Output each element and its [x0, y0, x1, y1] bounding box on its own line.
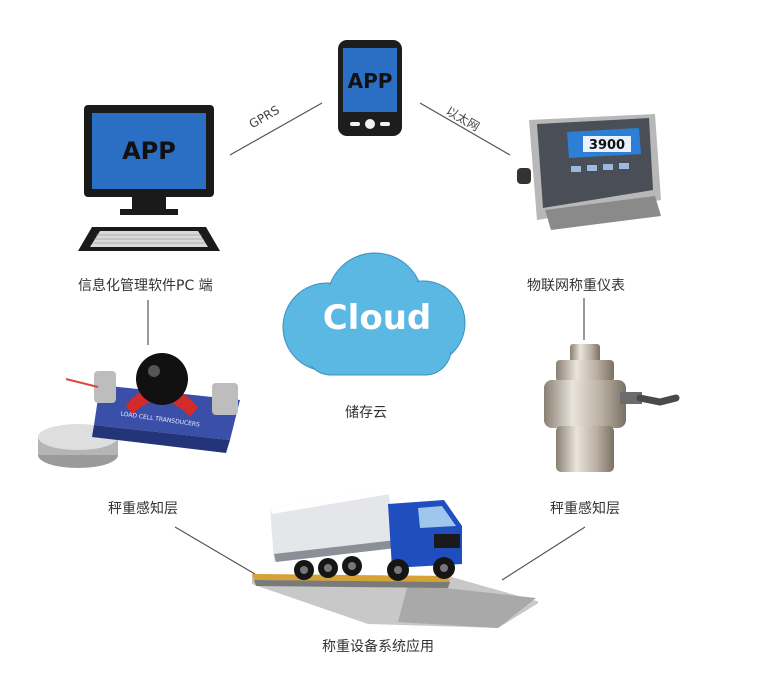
cloud-icon: Cloud: [282, 252, 466, 376]
pc-label: 信息化管理软件PC 端: [78, 278, 213, 294]
line-pc-to-phone: [229, 102, 323, 156]
desktop-computer-icon: APP: [78, 105, 220, 251]
line-phone-to-indicator: [419, 102, 511, 156]
line-sensor-to-scale-right: [501, 526, 586, 581]
load-cell-right-icon: [544, 344, 680, 472]
indicator-label: 物联网称重仪表: [527, 278, 625, 294]
truck-scale-icon: [252, 488, 538, 628]
smartphone-icon: APP: [338, 40, 402, 136]
pc-app-text: APP: [122, 137, 176, 165]
weighing-indicator-icon: 3900: [517, 114, 661, 230]
line-sensor-to-scale-left: [174, 526, 266, 581]
sensor-left-label: 秤重感知层: [108, 501, 178, 517]
cloud-label: 储存云: [345, 405, 387, 421]
sensor-right-label: 秤重感知层: [550, 501, 620, 517]
load-cell-left-icon: LOAD CELL TRANSDUCERS: [38, 353, 240, 468]
indicator-display: 3900: [589, 138, 625, 153]
truck-scale-label: 称重设备系统应用: [322, 639, 434, 655]
cloud-text: Cloud: [323, 298, 432, 338]
phone-app-text: APP: [348, 69, 393, 93]
